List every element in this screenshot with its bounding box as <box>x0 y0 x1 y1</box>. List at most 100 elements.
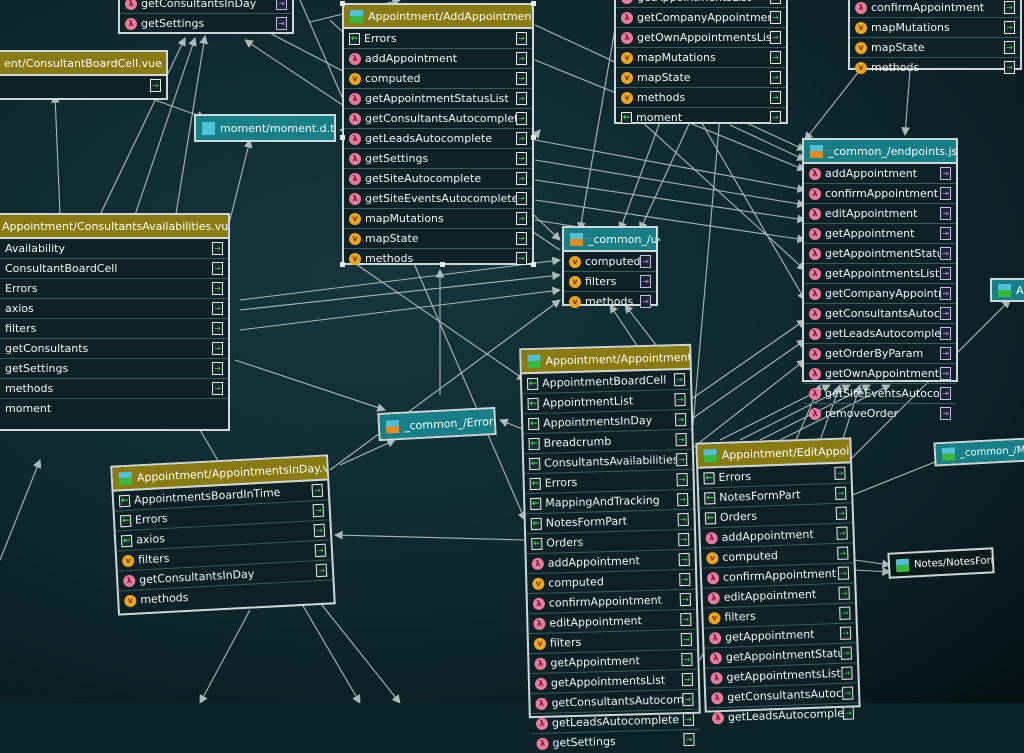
node-row[interactable]: ←moment→ <box>616 108 786 127</box>
row-label: AppointmentsInDay <box>542 413 653 430</box>
row-label: getCompanyAppointmentsList <box>825 287 940 300</box>
node-row[interactable]: λgetCompanyAppointmentsList⇥ <box>804 284 956 304</box>
node-row[interactable]: ConsultantBoardCell→ <box>0 259 228 279</box>
node-moment[interactable]: moment/moment.d.ts <box>194 114 336 142</box>
node-row[interactable]: λ getConsultantsInDay ⇥ <box>120 0 292 14</box>
node-add-appointment[interactable]: Appointment/AddAppointment.vue ←Errors→λ… <box>340 1 536 268</box>
export-icon: → <box>770 0 781 4</box>
row-label: getAppointment <box>550 654 640 670</box>
function-icon: λ <box>621 11 633 24</box>
node-row[interactable]: moment <box>0 399 228 418</box>
row-label: AppointmentList <box>542 394 634 410</box>
row-label: addAppointment <box>825 167 918 180</box>
row-label: MappingAndTracking <box>545 493 660 510</box>
node-admin[interactable]: Admi <box>990 278 1024 302</box>
node-header: Appointment/AddAppointment.vue <box>344 5 532 29</box>
node-notes-form-part[interactable]: Notes/NotesFormPart.vue <box>887 547 995 579</box>
import-icon: ← <box>529 477 541 490</box>
node-errors[interactable]: _common_/Errors.js <box>377 406 497 442</box>
variable-icon: v <box>855 41 867 54</box>
node-consultants-availabilities[interactable]: Appointment/ConsultantsAvailabilities.vu… <box>0 213 230 431</box>
node-consultant-board-cell[interactable]: ent/ConsultantBoardCell.vue → <box>0 50 168 100</box>
node-row[interactable]: Errors→ <box>0 279 228 299</box>
node-util[interactable]: _common_/util.js vcomputed⇥vfilters⇥vmet… <box>562 226 658 308</box>
row-label: confirmAppointment <box>825 187 939 200</box>
node-row[interactable]: axios→ <box>0 299 228 319</box>
node-row[interactable]: λ getSettings ⇥ <box>120 14 292 33</box>
node-mapping[interactable]: _common_/MappingAr <box>933 437 1024 467</box>
export-icon: → <box>313 523 326 538</box>
node-appointments-in-day[interactable]: Appointment/AppointmentsInDay.vue ←Appoi… <box>110 454 336 616</box>
export-icon: → <box>516 212 527 225</box>
function-icon: λ <box>809 387 821 400</box>
export-icon: → <box>683 732 695 747</box>
node-appointment[interactable]: Appointment/Appointment.vue ←Appointment… <box>519 343 701 750</box>
node-title: _common_/util.js <box>588 232 656 246</box>
function-icon: λ <box>809 267 821 280</box>
row-label: computed <box>365 72 421 85</box>
export-icon: → <box>516 192 527 205</box>
node-row[interactable]: filters→ <box>0 319 228 339</box>
node-row[interactable]: ←Errors→ <box>344 29 532 49</box>
function-icon: λ <box>534 657 547 670</box>
node-row[interactable]: Availability→ <box>0 239 228 259</box>
node-endpoints-partial-top[interactable]: λ getConsultantsInDay ⇥ λ getSettings ⇥ <box>118 0 294 34</box>
node-header: ent/ConsultantBoardCell.vue <box>0 52 166 76</box>
node-appointment-list[interactable]: λgetAppointmentsList→λgetCompanyAppointm… <box>614 0 788 124</box>
function-icon: λ <box>534 677 548 690</box>
export-icon: ⇥ <box>640 275 651 288</box>
row-label: getAppointmentsList <box>726 666 842 684</box>
row-label: editAppointment <box>723 587 817 604</box>
node-row[interactable]: getConsultants→ <box>0 339 228 359</box>
node-edit-appointment[interactable]: Appointment/EditAppointment.vue ←Errors→… <box>695 437 861 724</box>
row-label: ConsultantBoardCell <box>5 262 118 275</box>
node-row[interactable]: getSettings→ <box>0 359 228 379</box>
function-icon: λ <box>531 557 544 570</box>
row-label: computed <box>585 255 640 268</box>
export-icon: ⇥ <box>940 407 951 420</box>
function-icon: λ <box>809 407 821 420</box>
node-row[interactable]: λgetCompanyAppointmentsList→ <box>616 8 786 28</box>
node-row[interactable]: methods→ <box>0 379 228 399</box>
